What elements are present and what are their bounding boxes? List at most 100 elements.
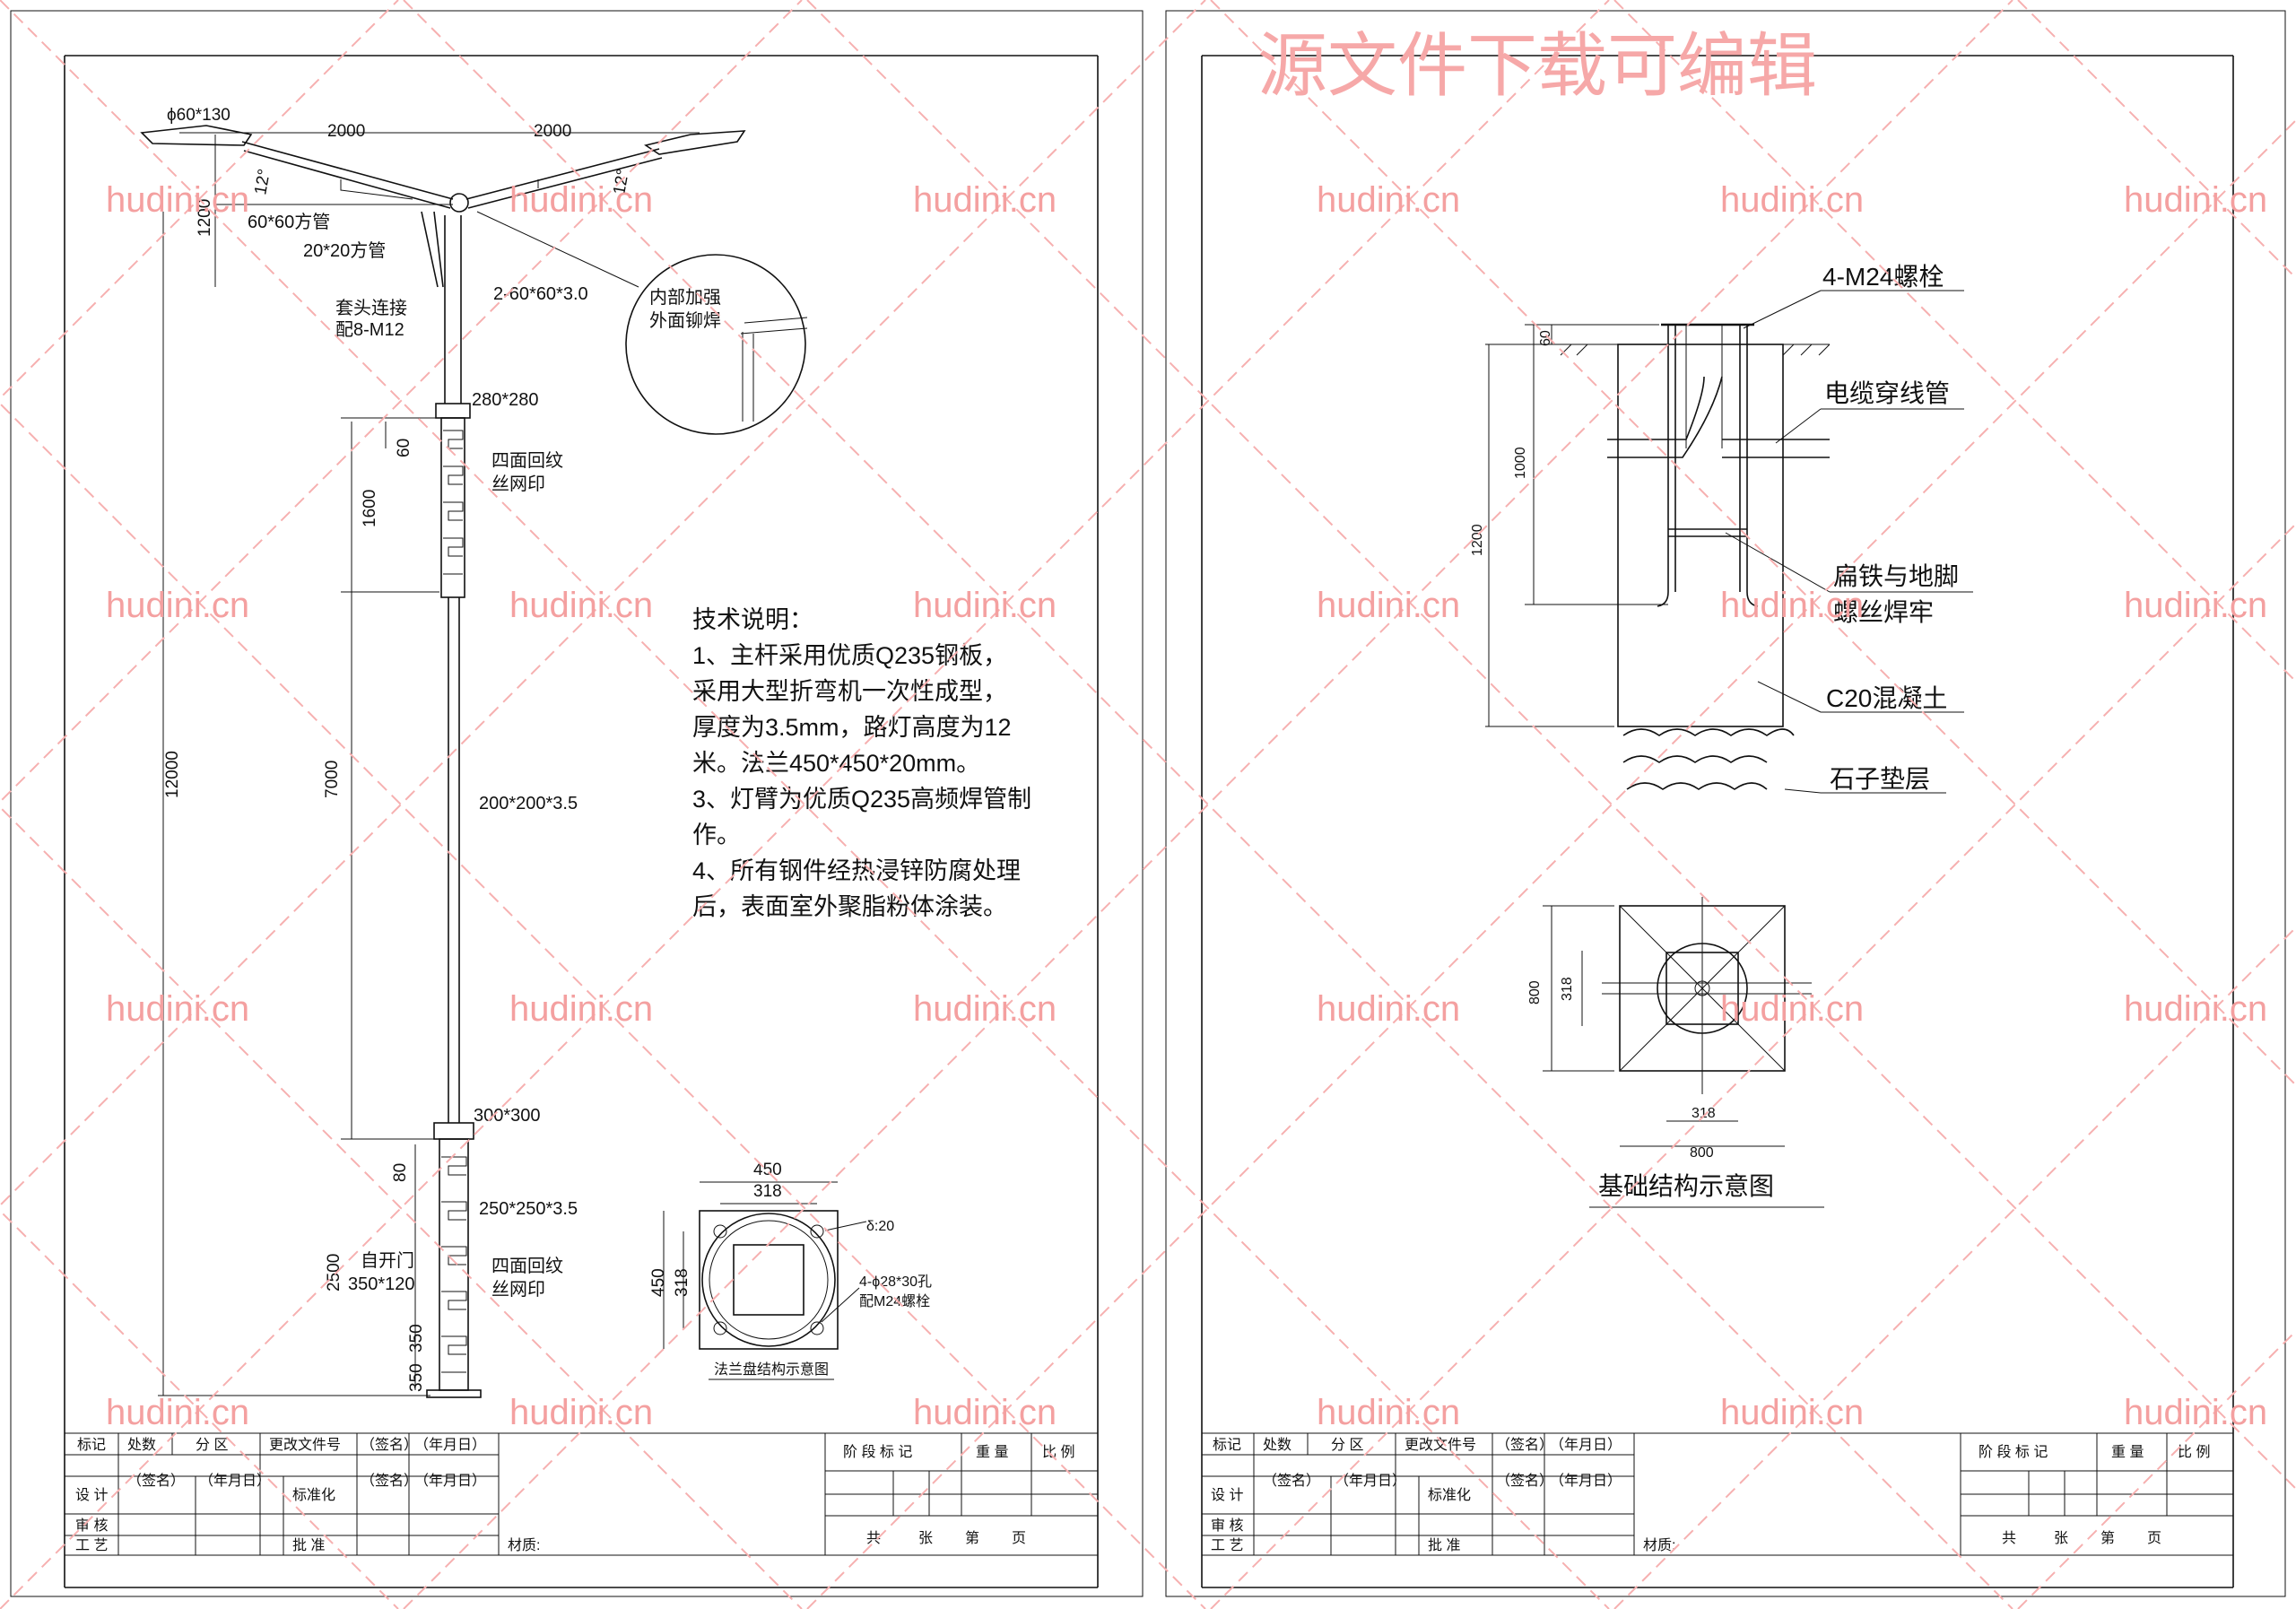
tb-mark: 标记 [77,1437,106,1453]
upper-flange-label: 280*280 [472,390,539,410]
sleeve-label-2: 配8-M12 [335,320,404,340]
dim-350-b: 350 [407,1363,426,1392]
tb-standard: 标准化 [292,1487,335,1503]
flange-width-318: 318 [753,1182,782,1201]
lower-flange-label: 300*300 [474,1106,541,1126]
watermark-line [2017,0,2296,280]
tb-date-standard: （年月日） [414,1473,486,1489]
watermark-line [2017,1329,2296,1609]
weld-detail: 内部加强 外面铆焊 [476,211,808,435]
pole-section-label: 200*200*3.5 [479,794,578,813]
notes-title: 技术说明： [692,606,813,633]
watermark-site-text: hudini.cn [509,1393,653,1432]
tb-sign-standard: （签名） [361,1473,418,1489]
tb-date-design: （年月日） [199,1473,271,1489]
plan-800-horizontal: 800 [1690,1145,1714,1161]
tb-r-review: 审 核 [1211,1518,1243,1534]
upper-pattern-label-2: 丝网印 [491,474,545,494]
tb-page-no: 第 [965,1530,979,1546]
watermark-site-text: hudini.cn [1720,1393,1864,1432]
notes-line-4: 米。法兰450*450*20mm。 [692,750,980,777]
pole-dimension-text: ϕ60*130 2000 2000 12° 12° 1200 60*60方管 2… [163,106,633,1392]
bolts-label: 4-M24螺栓 [1822,263,1944,291]
notes-line-1: 1、主杆采用优质Q235钢板， [692,642,1007,669]
flange-plate-diagram: 450 318 450 318 δ:20 4-ϕ28*30孔 配M24螺栓 法兰… [649,1161,932,1380]
watermark-line [403,0,2013,1609]
foundation-labels: 4-M24螺栓 电缆穿线管 扁铁与地脚 螺丝焊牢 C20混凝土 石子垫层 [1725,263,1973,794]
tb-weight: 重 量 [976,1444,1008,1460]
tb-zone: 分 区 [196,1437,228,1453]
watermark-site-text: hudini.cn [1317,586,1460,625]
detail-label-1: 内部加强 [649,287,721,308]
flange-width-450: 450 [753,1161,782,1179]
watermark-line [0,0,1610,1609]
tb-process: 工 艺 [75,1537,108,1553]
right-sheet-border [1165,10,2286,1597]
flange-holes-1: 4-ϕ28*30孔 [859,1274,932,1290]
pole-dimension-lines [158,132,700,1396]
right-title-block: 标记 处数 分 区 更改文件号 （签名） （年月日） 设 计 （签名） （年月日… [1201,1432,2234,1556]
tb-r-standard: 标准化 [1428,1487,1471,1503]
watermark-site-text: hudini.cn [913,1393,1057,1432]
tb-r-date-design: （年月日） [1335,1473,1406,1489]
watermark-site-text: hudini.cn [1317,180,1460,220]
watermark-line [0,402,1206,1609]
foundation-plan: 800 318 318 800 基础结构示意图 [1527,897,1824,1208]
tube-20-label: 20*20方管 [303,240,386,261]
watermark-site-text: hudini.cn [106,180,249,220]
flange-holes-2: 配M24螺栓 [859,1293,930,1309]
tb-r-scale: 比 例 [2178,1444,2210,1460]
notes-line-2: 采用大型折弯机一次性成型， [692,678,1007,705]
watermark-line [0,0,1206,1207]
tb-r-count: 处数 [1263,1437,1292,1453]
cable-label: 电缆穿线管 [1824,379,1950,407]
angle-left: 12° [251,168,274,196]
watermark-line [1210,0,2296,1087]
detail-label-2: 外面铆焊 [649,310,721,331]
arm-height: 1200 [196,199,214,237]
tb-sign: （签名） [361,1437,418,1453]
tb-date: （年月日） [414,1437,486,1453]
dim-60: 60 [1538,330,1553,346]
door-label-2: 350*120 [348,1274,415,1294]
dim-1000: 1000 [1513,447,1528,479]
tb-design: 设 计 [75,1487,108,1503]
tb-review: 审 核 [75,1518,108,1534]
watermark-line [0,0,1610,1609]
watermark-site-text: hudini.cn [913,586,1057,625]
tb-r-stage: 阶 段 标 记 [1979,1444,2048,1460]
watermark-site-text: hudini.cn [2124,989,2267,1029]
plate-label: 2-60*60*3.0 [493,284,588,304]
notes-line-7: 4、所有钢件经热浸锌防腐处理 [692,857,1021,884]
lamp-head-size: ϕ60*130 [167,106,230,125]
door-label-1: 自开门 [361,1250,414,1271]
watermark-line [0,0,803,804]
watermark-site-text: hudini.cn [913,989,1057,1029]
upper-1600: 1600 [361,490,379,527]
tb-stage: 阶 段 标 记 [843,1444,912,1460]
tb-r-page: 页 [2147,1531,2161,1546]
concrete-label: C20混凝土 [1826,684,1947,712]
watermark-site-text: hudini.cn [913,180,1057,220]
left-title-block: 标记 处数 分 区 更改文件号 （签名） （年月日） 设 计 （签名） （年月日… [64,1432,1099,1556]
right-arm [465,148,663,209]
plan-318-horizontal: 318 [1692,1106,1716,1121]
tb-r-total: 共 [2002,1530,2016,1546]
arm-right-length: 2000 [534,122,571,141]
flange-height-318: 318 [673,1268,691,1297]
watermark-line [403,0,2013,1609]
watermark-texts: hudini.cn hudini.cn hudini.cn hudini.cn hudi… [106,180,2267,1432]
watermark-title: 源文件下载可编辑 [1257,26,1817,107]
tb-r-sheets: 张 [2054,1530,2068,1546]
tb-r-date-standard: （年月日） [1550,1473,1622,1489]
tb-sign-design: （签名） [127,1473,185,1489]
lower-section-label: 250*250*3.5 [479,1199,578,1219]
tb-change: 更改文件号 [269,1437,341,1453]
mid-7000: 7000 [323,761,342,798]
flat-iron-label-1: 扁铁与地脚 [1833,562,1959,590]
watermark-line [806,0,2296,1491]
left-arm [241,141,454,209]
foundation-dimensions: 60 1000 1200 [1470,324,1668,727]
